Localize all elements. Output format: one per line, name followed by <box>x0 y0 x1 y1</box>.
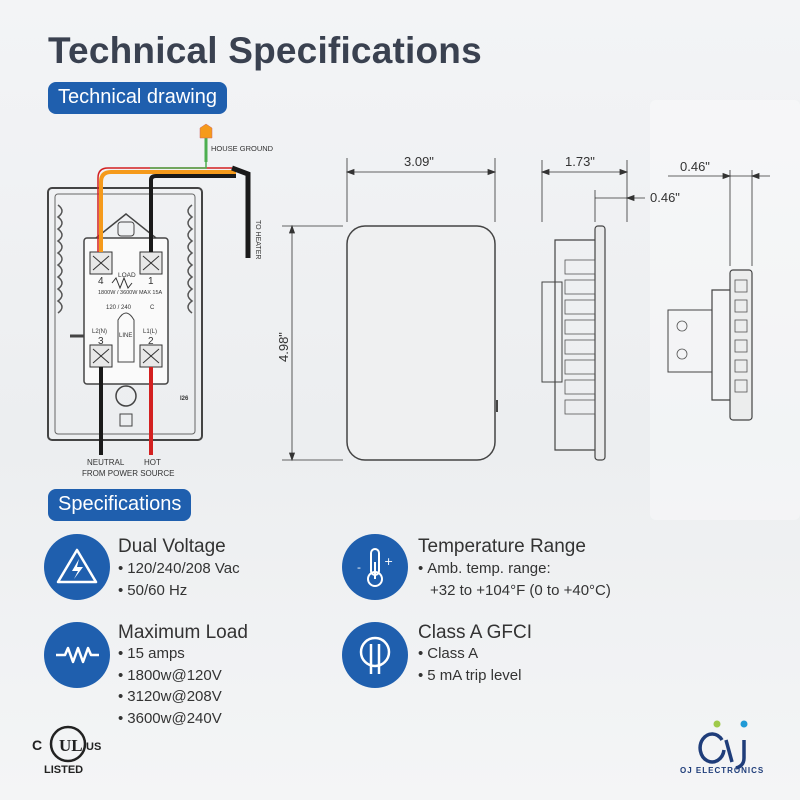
revision-label: I26 <box>180 396 189 402</box>
spec-title-maximum-load: Maximum Load <box>118 622 248 643</box>
brand-name: OJ ELECTRONICS <box>680 766 765 775</box>
technical-drawing: HOUSE GROUND TO HEATER 4 1 LOAD 1800W / … <box>47 123 770 478</box>
spec-item: 3120w@208V <box>118 686 221 708</box>
spec-item: 5 mA trip level <box>418 665 521 687</box>
spec-list-temperature-range: Amb. temp. range: +32 to +104°F (0 to +4… <box>418 558 611 601</box>
ul-letters: UL <box>59 736 83 755</box>
house-ground-label: HOUSE GROUND <box>211 144 274 153</box>
load-rating-label: 1800W / 3600W MAX 15A <box>98 290 163 296</box>
spec-item: Amb. temp. range: <box>418 558 611 580</box>
spec-item: 50/60 Hz <box>118 580 240 602</box>
section-label-specs: Specifications <box>48 489 192 521</box>
spec-list-gfci: Class A 5 mA trip level <box>418 643 521 686</box>
spec-list-dual-voltage: 120/240/208 Vac 50/60 Hz <box>118 558 240 602</box>
terminal-3-label: 3 <box>98 336 104 347</box>
spec-title-gfci: Class A GFCI <box>418 622 533 643</box>
dim-depth2-label: 0.46" <box>650 190 680 205</box>
dim-side-label: 0.46" <box>680 159 710 174</box>
svg-text:+: + <box>384 555 393 568</box>
hot-label: HOT <box>144 458 161 467</box>
resistor-icon <box>44 622 110 688</box>
spec-item: 1800w@120V <box>118 665 221 687</box>
back-view: HOUSE GROUND TO HEATER 4 1 LOAD 1800W / … <box>47 123 274 478</box>
spec-list-maximum-load: 15 amps 1800w@120V 3120w@208V 3600w@240V <box>118 643 222 730</box>
from-power-label: FROM POWER SOURCE <box>82 469 174 478</box>
load-label: LOAD <box>118 272 136 279</box>
rear-side-view: 0.46" <box>667 159 770 421</box>
gfci-icon <box>342 622 408 688</box>
svg-text:-: - <box>357 561 361 574</box>
side-view: 1.73" 0.46" <box>540 154 680 461</box>
l1l-label: L1(L) <box>143 329 157 335</box>
ul-c-letter: C <box>32 737 42 753</box>
ul-listed-logo: UL C US <box>32 725 101 763</box>
spec-title-dual-voltage: Dual Voltage <box>118 536 226 557</box>
section-label-drawing: Technical drawing <box>48 82 227 114</box>
spec-item: Class A <box>418 643 521 665</box>
terminal-2-label: 2 <box>148 336 154 347</box>
terminal-4-label: 4 <box>98 276 104 287</box>
voltage-label: 120 / 240 <box>106 305 132 311</box>
dim-height-label: 4.98" <box>276 332 291 362</box>
to-heater-label: TO HEATER <box>254 220 261 259</box>
spec-item: +32 to +104°F (0 to +40°C) <box>430 581 611 599</box>
l2n-label: L2(N) <box>92 329 107 335</box>
front-view: 3.09" 4.98" <box>276 154 498 462</box>
dim-depth-label: 1.73" <box>565 154 595 169</box>
page-title: Technical Specifications <box>48 30 482 71</box>
high-voltage-icon <box>44 534 110 600</box>
spec-item: 120/240/208 Vac <box>118 558 239 580</box>
line-label: LINE <box>119 333 132 339</box>
dim-width-label: 3.09" <box>404 154 434 169</box>
c-mark-label: C <box>150 305 155 311</box>
ul-us-letters: US <box>86 741 101 753</box>
spec-item: 15 amps <box>118 643 222 665</box>
spec-title-temperature-range: Temperature Range <box>418 536 586 557</box>
temperature-icon: -+ <box>342 534 408 600</box>
oj-electronics-logo <box>698 720 748 770</box>
neutral-label: NEUTRAL <box>87 458 125 467</box>
terminal-1-label: 1 <box>148 276 154 287</box>
spec-item: 3600w@240V <box>118 708 221 730</box>
ul-listed-text: LISTED <box>44 764 84 776</box>
